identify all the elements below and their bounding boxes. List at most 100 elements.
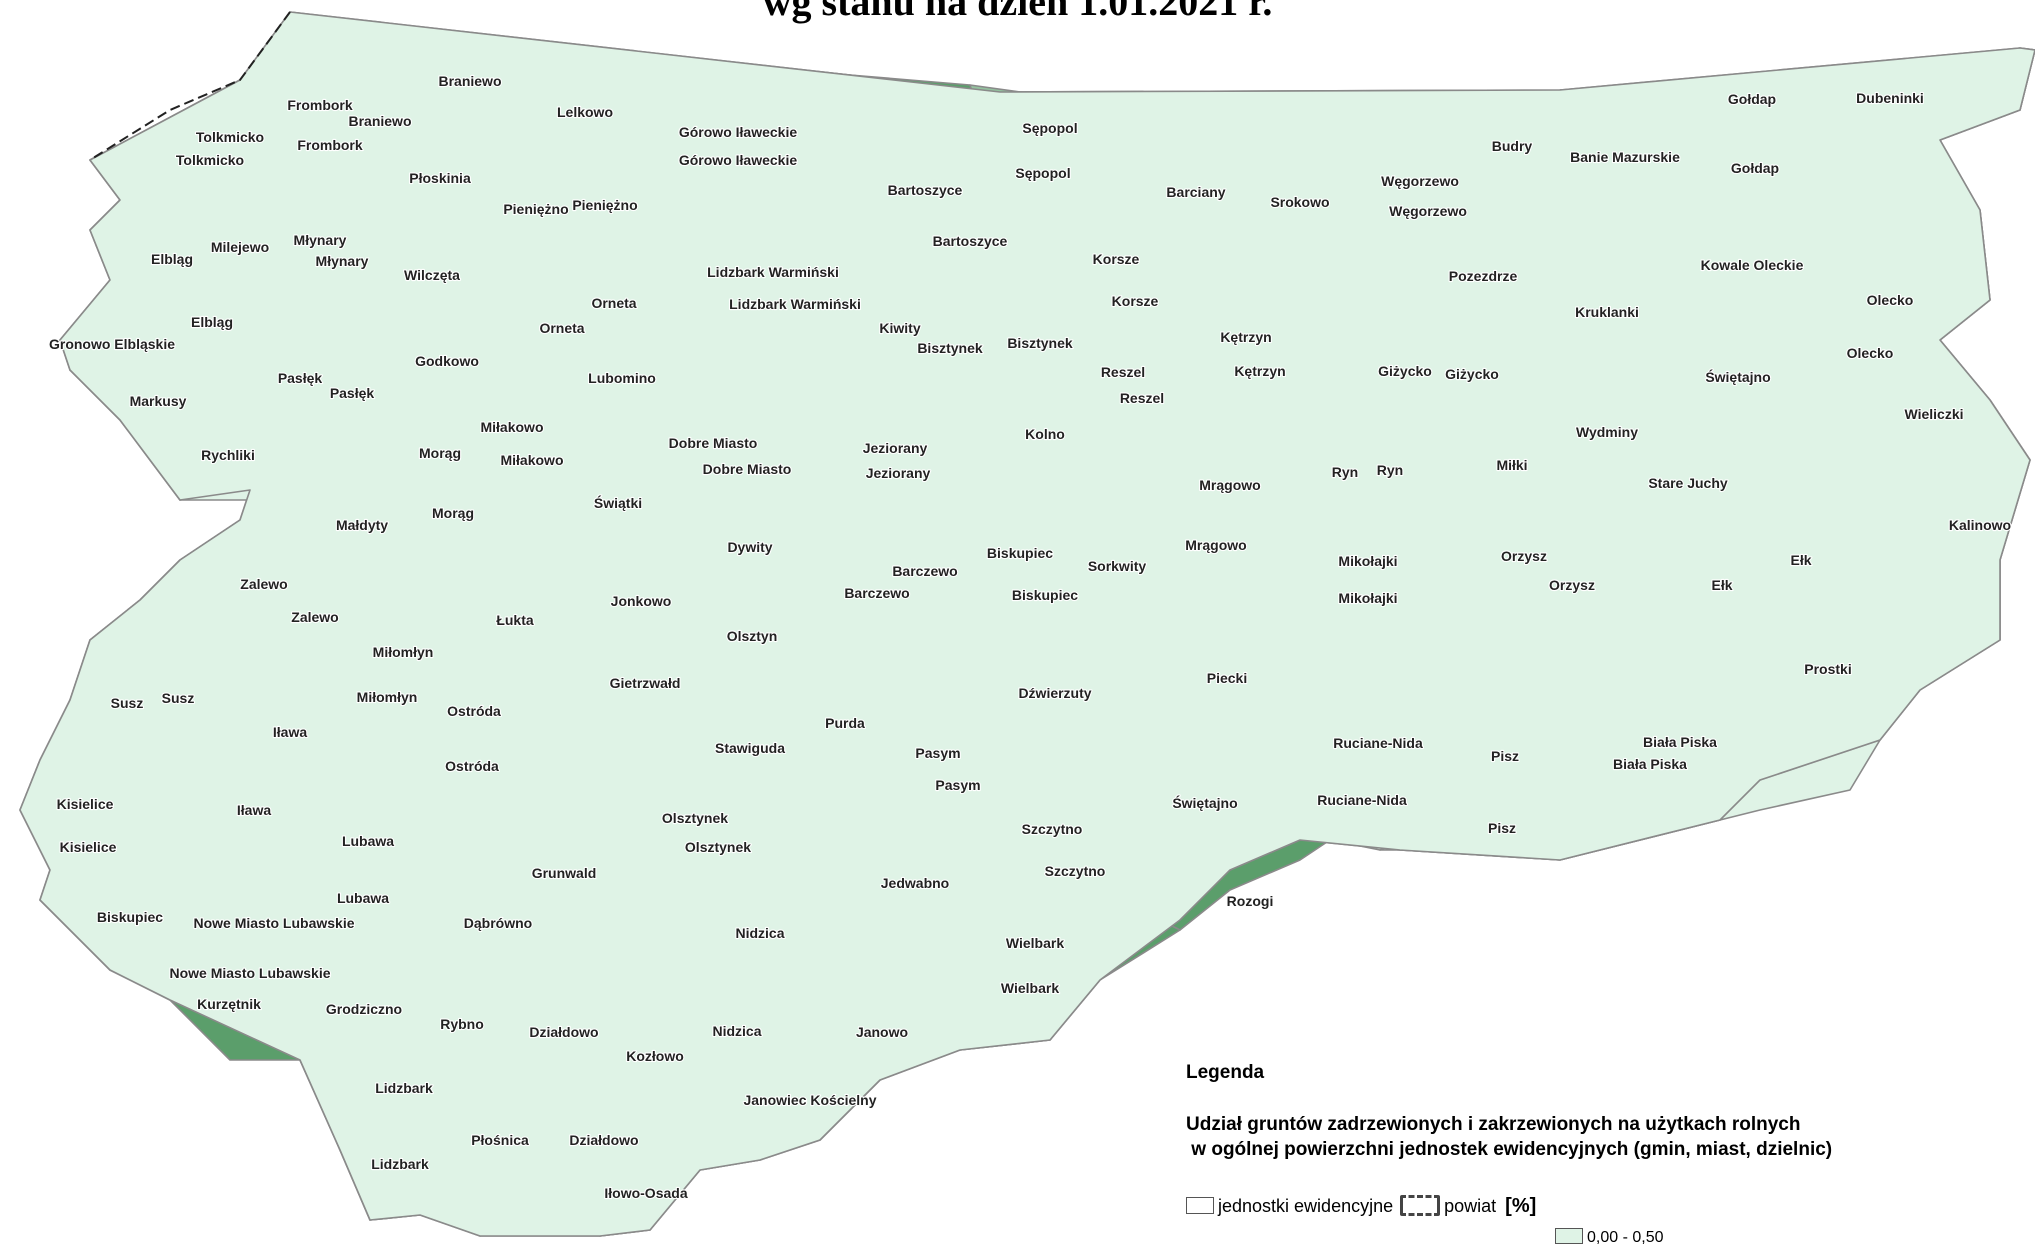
legend-row: jednostki ewidencyjne powiat [%] [1186,1195,1536,1218]
place-label: Prostki [1804,661,1851,677]
place-label: Miłki [1496,457,1527,473]
place-label: Iława [273,724,307,740]
place-label: Pieniężno [503,201,568,217]
place-label: Mrągowo [1185,537,1246,553]
place-label: Frombork [297,137,363,153]
place-label: Ostróda [447,703,501,719]
place-label: Morąg [432,505,474,521]
place-label: Biała Piska [1613,756,1687,772]
place-label: Nowe Miasto Lubawskie [169,965,330,981]
place-label: Jedwabno [881,875,949,891]
legend-percent-label: [%] [1505,1195,1537,1217]
place-label: Nowe Miasto Lubawskie [193,915,354,931]
place-label: Dąbrówno [464,915,532,931]
place-label: Dźwierzuty [1018,685,1091,701]
place-label: Iłowo-Osada [604,1185,687,1201]
place-label: Bisztynek [1007,335,1073,351]
place-label: Ełk [1711,577,1732,593]
place-label: Młynary [316,253,369,269]
legend-class-1-label: 0,00 - 0,50 [1587,1229,1664,1246]
place-label: Wieliczki [1904,406,1963,422]
place-label: Dubeninki [1856,90,1924,106]
place-label: Markusy [130,393,187,409]
legend-subtitle-line2: w ogólnej powierzchni jednostek ewidency… [1186,1139,1833,1160]
place-label: Mikołajki [1338,553,1397,569]
place-label: Bartoszyce [888,182,963,198]
place-label: Frombork [287,97,353,113]
place-label: Dywity [727,539,772,555]
place-label: Barczewo [844,585,909,601]
place-label: Wielbark [1001,980,1059,996]
place-label: Lubomino [588,370,656,386]
place-label: Pasłęk [330,385,375,401]
place-label: Pisz [1488,820,1516,836]
place-label: Purda [825,715,865,731]
place-label: Ryn [1332,464,1358,480]
place-label: Biała Piska [1643,734,1717,750]
place-label: Lidzbark Warmiński [729,296,861,312]
place-label: Działdowo [529,1024,598,1040]
place-label: Szczytno [1045,863,1106,879]
place-label: Lelkowo [557,104,613,120]
place-label: Kolno [1025,426,1065,442]
place-label: Gronowo Elbląskie [49,336,175,352]
place-label: Wydminy [1576,424,1638,440]
place-label: Dobre Miasto [669,435,758,451]
place-label: Lidzbark [371,1156,429,1172]
place-label: Ostróda [445,758,499,774]
coast-line [89,11,291,161]
place-label: Pasym [915,745,960,761]
place-label: Orneta [591,295,636,311]
place-label: Sępopol [1015,165,1070,181]
place-label: Kowale Oleckie [1701,257,1804,273]
place-label: Pieniężno [572,197,637,213]
place-label: Tolkmicko [196,129,264,145]
map-title: wg stanu na dzień 1.01.2021 r. [762,0,1273,24]
place-label: Susz [162,690,195,706]
place-label: Stare Juchy [1648,475,1728,491]
legend-class-1-swatch [1555,1228,1583,1244]
place-label: Olsztyn [727,628,778,644]
place-label: Reszel [1120,390,1164,406]
place-label: Górowo Iławeckie [679,124,797,140]
place-label: Rychliki [201,447,255,463]
place-label: Nidzica [735,925,784,941]
place-labels: BraniewoBraniewoFromborkFromborkTolkmick… [48,72,2012,1202]
place-label: Milejewo [211,239,269,255]
place-label: Nidzica [712,1023,761,1039]
place-label: Biskupiec [1012,587,1078,603]
place-label: Olecko [1867,292,1914,308]
place-label: Działdowo [569,1132,638,1148]
place-label: Lidzbark Warmiński [707,264,839,280]
place-label: Miłakowo [480,419,543,435]
place-label: Jonkowo [611,593,672,609]
place-label: Łukta [496,612,534,628]
place-label: Dobre Miasto [703,461,792,477]
legend-subtitle-line1: Udział gruntów zadrzewionych i zakrzewio… [1186,1114,1801,1135]
place-label: Giżycko [1378,363,1432,379]
place-label: Kisielice [60,839,117,855]
legend-powiat-label: powiat [1444,1196,1497,1216]
place-label: Pasłęk [278,370,323,386]
place-label: Bisztynek [917,340,983,356]
place-label: Świątki [594,494,642,511]
place-label: Rozogi [1227,893,1274,909]
place-label: Mikołajki [1338,590,1397,606]
place-label: Świętajno [1172,794,1237,811]
place-label: Orzysz [1549,577,1595,593]
place-label: Sępopol [1022,120,1077,136]
place-label: Mrągowo [1199,477,1260,493]
place-label: Braniewo [348,113,411,129]
place-label: Płoskinia [409,170,471,186]
place-label: Biskupiec [97,909,163,925]
place-label: Młynary [294,232,347,248]
place-label: Kruklanki [1575,304,1639,320]
legend-powiat-swatch [1400,1195,1441,1216]
place-label: Kalinowo [1949,517,2011,533]
place-label: Piecki [1207,670,1247,686]
place-label: Ruciane-Nida [1333,735,1423,751]
place-label: Giżycko [1445,366,1499,382]
place-label: Miłakowo [500,452,563,468]
place-label: Olecko [1847,345,1894,361]
